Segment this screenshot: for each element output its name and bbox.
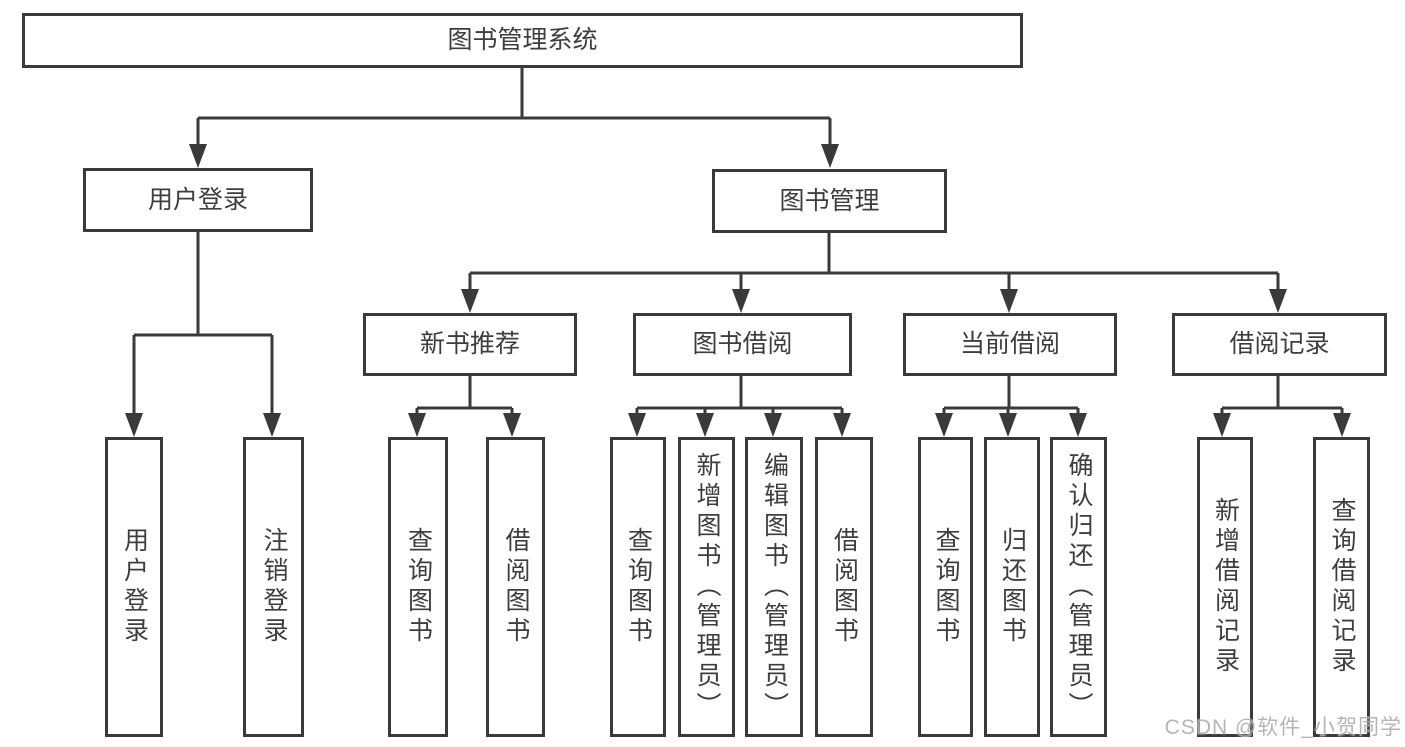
node-borrowing-records: 借阅记录	[1172, 313, 1387, 376]
leaf-add-borrow-record: 新增借阅记录	[1197, 437, 1253, 737]
connector-paths	[132, 68, 1344, 419]
leaf-logout-login: 注销登录	[243, 437, 304, 737]
leaf-edit-books-admin: 编辑图书（管理员）	[745, 437, 803, 737]
leaf-query-books-recommend: 查询图书	[388, 437, 448, 737]
leaf-query-borrow-record: 查询借阅记录	[1313, 437, 1370, 737]
leaf-add-books-admin: 新增图书（管理员）	[678, 437, 735, 737]
leaf-return-books: 归还图书	[984, 437, 1040, 737]
node-current-borrowing: 当前借阅	[903, 313, 1117, 376]
leaf-confirm-return-admin: 确认归还（管理员）	[1050, 437, 1107, 737]
leaf-query-books-borrowing: 查询图书	[610, 437, 666, 737]
node-new-book-recommendation: 新书推荐	[363, 313, 577, 376]
node-book-management: 图书管理	[712, 169, 947, 233]
leaf-user-login: 用户登录	[105, 437, 163, 737]
node-book-borrowing: 图书借阅	[633, 313, 852, 376]
leaf-query-books-current: 查询图书	[918, 437, 973, 737]
leaf-borrow-books: 借阅图书	[815, 437, 873, 737]
node-user-login: 用户登录	[83, 168, 313, 232]
csdn-watermark: CSDN @软件_小贺同学	[1164, 716, 1402, 739]
node-root: 图书管理系统	[22, 13, 1023, 68]
leaf-borrow-books-recommend: 借阅图书	[486, 437, 545, 737]
arrowheads	[125, 144, 1351, 437]
